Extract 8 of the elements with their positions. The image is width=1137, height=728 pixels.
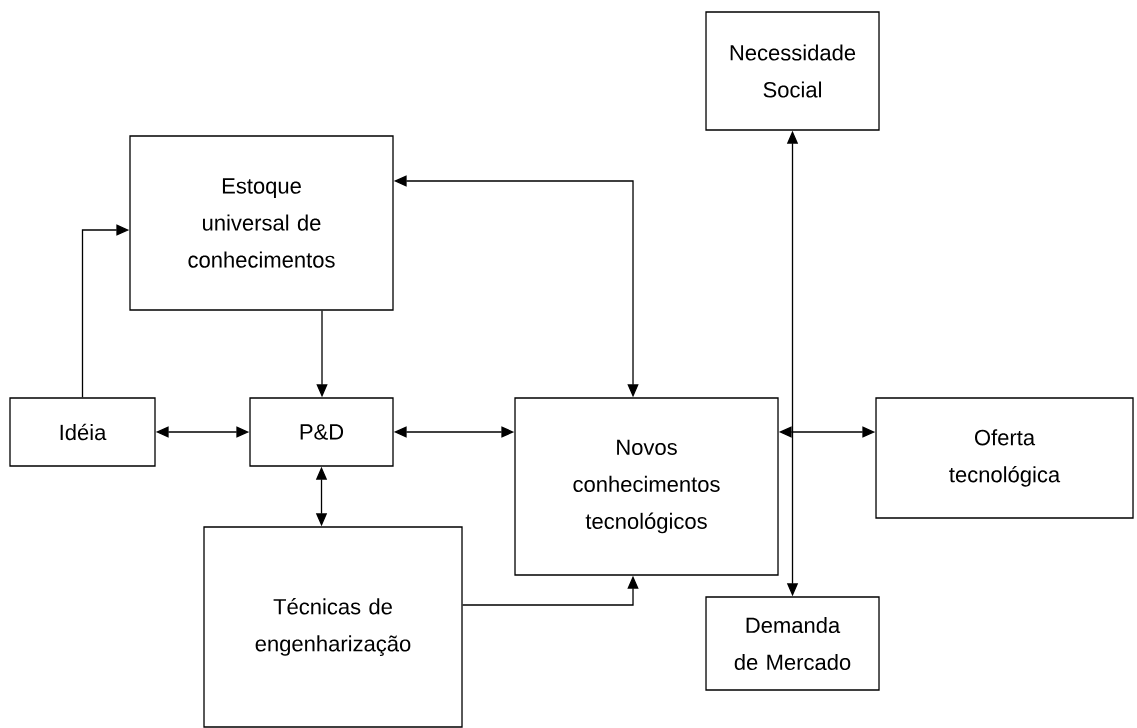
- process-box: Demanda de Mercado: [705, 596, 880, 691]
- process-box: Necessidade Social: [705, 11, 880, 131]
- process-box: Oferta tecnológica: [875, 397, 1134, 519]
- process-box: Novos conhecimentos tecnológicos: [514, 397, 779, 576]
- process-box: Técnicas de engenharização: [203, 526, 463, 728]
- process-box: Estoque universal de conhecimentos: [129, 135, 394, 311]
- process-box: P&D: [249, 397, 394, 467]
- process-box: Idéia: [9, 397, 156, 467]
